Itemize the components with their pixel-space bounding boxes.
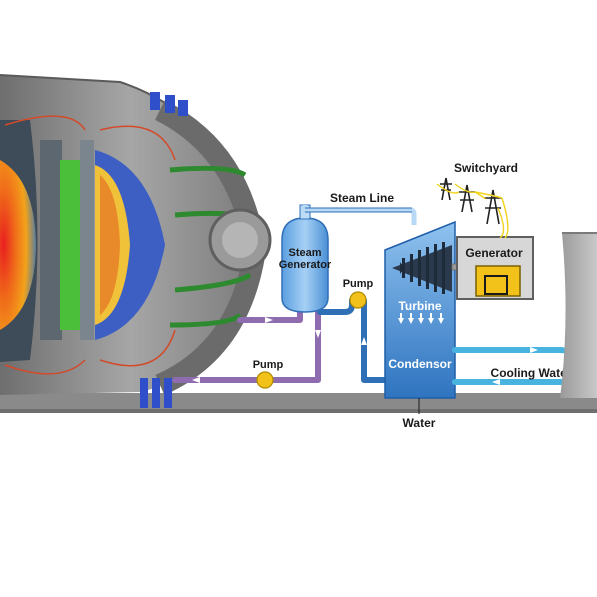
pump-upper-label: Pump xyxy=(343,278,374,290)
pump-icon xyxy=(349,291,367,309)
turbine-blades-icon xyxy=(392,242,452,294)
generator-icon xyxy=(456,236,534,300)
pump-icon xyxy=(256,371,274,389)
switchyard-label: Switchyard xyxy=(454,161,518,175)
ground-shadow xyxy=(0,409,597,413)
steam-line-label: Steam Line xyxy=(330,191,394,205)
transmission-tower-icon xyxy=(440,177,502,225)
reactor-icon xyxy=(0,74,272,408)
cooling-tower-icon xyxy=(560,232,597,398)
pump-lower-label: Pump xyxy=(253,359,284,371)
cooling-water-label: Cooling Water xyxy=(491,366,572,380)
condensor-label: Condensor xyxy=(388,357,452,371)
water-label: Water xyxy=(403,416,436,430)
condensing-arrows xyxy=(398,313,444,324)
steam-generator-label-2: Generator xyxy=(279,259,332,271)
generator-label: Generator xyxy=(465,246,523,260)
green-coil-left xyxy=(60,160,80,330)
turbine-label: Turbine xyxy=(398,299,441,313)
flow-arrow-icon xyxy=(192,317,321,383)
steam-generator-label-1: Steam xyxy=(288,247,321,259)
power-lines xyxy=(436,183,509,239)
feedwater-loop xyxy=(317,297,391,383)
